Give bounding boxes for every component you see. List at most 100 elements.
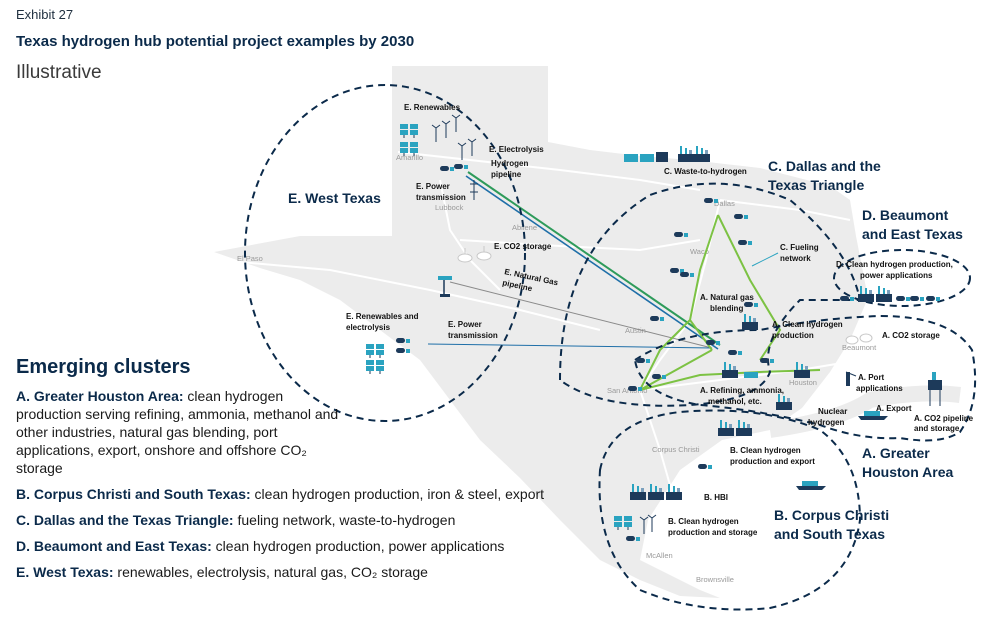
city-label: San Antonio: [607, 386, 647, 395]
city-label: Dallas: [714, 199, 735, 208]
waste-to-hydrogen-plant-icon: [678, 146, 710, 162]
legend-item-text: renewables, electrolysis, natural gas, C…: [113, 564, 428, 580]
cluster-outline-west-texas: [244, 84, 526, 422]
legend-heading: Emerging clusters: [16, 356, 191, 378]
label-a-port-1: A. Port: [858, 373, 885, 382]
label-a-port-2: applications: [856, 384, 903, 393]
city-label: McAllen: [646, 551, 673, 560]
city-label: Houston: [789, 378, 817, 387]
cluster-outline-beaumont: [833, 249, 971, 307]
hydrogen-pipeline-line: [467, 171, 721, 346]
gulf-coast: [768, 385, 961, 438]
cluster-label-houston-2: Houston Area: [862, 464, 953, 480]
legend-item-text: clean hydrogen production, power applica…: [211, 538, 505, 554]
refinery-icon: [722, 362, 810, 378]
cluster-label-dallas-2: Texas Triangle: [768, 177, 864, 193]
label-a-co2-storage: A. CO2 storage: [882, 331, 940, 340]
legend-item-label: C. Dallas and the Texas Triangle:: [16, 512, 234, 528]
label-a-clean-h2-2: production: [772, 331, 814, 340]
label-e-renewables-electrolysis-1: E. Renewables and: [346, 312, 419, 321]
city-label: El Paso: [237, 254, 263, 263]
page-subtitle: Illustrative: [16, 62, 102, 83]
page-title: Texas hydrogen hub potential project exa…: [16, 33, 415, 50]
waste-truck-icons: [624, 152, 668, 162]
legend-item-west-texas: E. West Texas: renewables, electrolysis,…: [16, 563, 576, 581]
label-b-hbi: B. HBI: [704, 493, 728, 502]
label-c-waste-to-hydrogen: C. Waste-to-hydrogen: [664, 167, 747, 176]
label-a-clean-h2-1: A. Clean hydrogen: [772, 320, 843, 329]
label-b-clean-h2-storage-2: production and storage: [668, 528, 758, 537]
cluster-label-west-texas: E. West Texas: [288, 190, 381, 206]
city-label: Austin: [625, 326, 646, 335]
power-transmission-line: [465, 175, 719, 350]
city-label: Abilene: [512, 223, 537, 232]
label-a-co2-pipeline-2: and storage: [914, 424, 960, 433]
label-a-co2-pipeline-1: A. CO2 pipeline: [914, 414, 974, 423]
label-a-refining-1: A. Refining, ammonia,: [700, 386, 784, 395]
legend-item-label: A. Greater Houston Area:: [16, 388, 184, 404]
city-label: Brownsville: [696, 575, 734, 584]
clusters-legend: Emerging clusters A. Greater Houston Are…: [16, 356, 576, 589]
legend-item-beaumont: D. Beaumont and East Texas: clean hydrog…: [16, 537, 576, 555]
cluster-label-houston-1: A. Greater: [862, 445, 930, 461]
label-hydrogen-pipeline-1: Hydrogen: [491, 159, 528, 168]
label-b-clean-h2-export-1: B. Clean hydrogen: [730, 446, 801, 455]
legend-item-text: fueling network, waste-to-hydrogen: [233, 512, 456, 528]
natural-gas-pipeline-line: [449, 281, 713, 349]
pumpjack-icon: [438, 276, 452, 297]
port-icon: [845, 371, 857, 386]
cluster-label-beaumont-1: D. Beaumont: [862, 207, 949, 223]
cluster-outline-corpus: [598, 409, 862, 611]
label-c-fueling-2: network: [780, 254, 811, 263]
label-d-clean-h2-1: D. Clean hydrogen production,: [836, 260, 953, 269]
legend-item-text: clean hydrogen production serving refini…: [16, 388, 339, 476]
label-d-clean-h2-2: power applications: [860, 271, 933, 280]
legend-item-label: D. Beaumont and East Texas:: [16, 538, 212, 554]
label-nuclear-1: Nuclear: [818, 407, 847, 416]
legend-item-text: clean hydrogen production, iron & steel,…: [250, 486, 545, 502]
label-b-clean-h2-export-2: production and export: [730, 457, 815, 466]
city-label: Waco: [690, 247, 709, 256]
cluster-label-dallas-1: C. Dallas and the: [768, 158, 881, 174]
cluster-label-corpus-2: and South Texas: [774, 526, 885, 542]
legend-item-corpus: B. Corpus Christi and South Texas: clean…: [16, 485, 576, 503]
legend-item-houston: A. Greater Houston Area: clean hydrogen …: [16, 387, 346, 477]
label-e-power-transmission-2b: transmission: [448, 331, 498, 340]
city-label: Lubbock: [435, 203, 464, 212]
legend-item-label: E. West Texas:: [16, 564, 114, 580]
hbi-plant-icon: [630, 484, 682, 500]
label-a-blending-2: blending: [710, 304, 743, 313]
city-label: Amarillo: [396, 153, 423, 162]
label-e-co2-storage: E. CO2 storage: [494, 242, 552, 251]
cluster-label-beaumont-2: and East Texas: [862, 226, 963, 242]
houston-co2-storage-icon: [845, 333, 873, 345]
city-label: Corpus Christi: [652, 445, 700, 454]
label-c-fueling-1: C. Fueling: [780, 243, 819, 252]
label-e-renewables-electrolysis-2: electrolysis: [346, 323, 391, 332]
label-e-power-transmission-1b: transmission: [416, 193, 466, 202]
power-transmission-line-2: [427, 343, 713, 349]
label-nuclear-2: hydrogen: [808, 418, 845, 427]
cluster-outline-houston: [633, 314, 977, 442]
label-e-power-transmission-1a: E. Power: [416, 182, 450, 191]
label-a-refining-2: methanol, etc.: [708, 397, 762, 406]
co2-storage-icon: [457, 246, 492, 263]
label-hydrogen-pipeline-2: pipeline: [491, 170, 522, 179]
cluster-label-corpus-1: B. Corpus Christi: [774, 507, 889, 523]
city-label: Beaumont: [842, 343, 877, 352]
label-e-power-transmission-2a: E. Power: [448, 320, 482, 329]
power-tower-icon: [470, 180, 478, 200]
cluster-outline-dallas: [558, 182, 862, 407]
label-b-clean-h2-storage-1: B. Clean hydrogen: [668, 517, 739, 526]
fueling-network-pointer: [751, 252, 779, 267]
exhibit-number: Exhibit 27: [16, 7, 74, 22]
label-e-electrolysis: E. Electrolysis: [489, 145, 544, 154]
corpus-export-ship-icon: [796, 481, 826, 490]
label-a-blending-1: A. Natural gas: [700, 293, 754, 302]
legend-item-label: B. Corpus Christi and South Texas:: [16, 486, 251, 502]
label-a-export: A. Export: [876, 404, 912, 413]
offshore-rig-icon: [928, 372, 942, 406]
label-e-renewables: E. Renewables: [404, 103, 461, 112]
legend-item-dallas: C. Dallas and the Texas Triangle: fuelin…: [16, 511, 576, 529]
